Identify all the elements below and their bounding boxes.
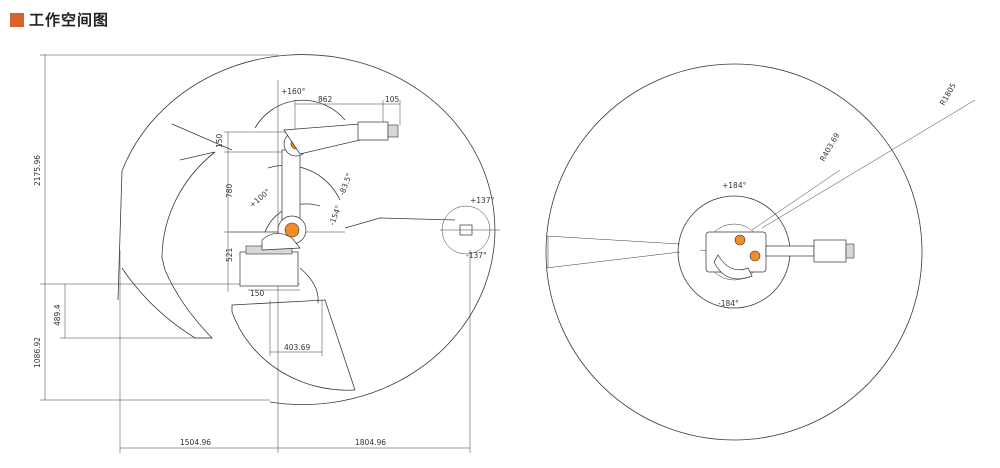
robot-cable	[261, 233, 301, 251]
inner-envelope	[231, 299, 356, 391]
label-lower-reach: 1086.92	[33, 337, 42, 368]
label-j5-plus: +137°	[470, 196, 495, 205]
label-j3-minus: -83.5°	[337, 172, 353, 197]
robot-top-wrist	[845, 243, 855, 259]
back-envelope	[121, 151, 216, 339]
robot-top-forearm	[813, 239, 847, 263]
robot-top-accent-2	[749, 250, 761, 262]
right-envelope	[344, 217, 456, 229]
title-square-icon	[10, 12, 24, 27]
label-elbow-offset: 150	[215, 133, 224, 148]
robot-forearm	[357, 121, 389, 141]
upper-envelope	[171, 99, 346, 151]
outer-radius-leader	[761, 99, 976, 229]
label-upper-arm: 862	[318, 95, 333, 104]
label-inner-radius: 403.69	[284, 343, 310, 352]
label-height-total: 2175.96	[33, 155, 42, 186]
label-base-offset: 489.4	[53, 304, 62, 326]
outer-reach-circle	[545, 63, 923, 441]
label-j2-minus: -154°	[327, 204, 343, 227]
top-view	[545, 63, 976, 441]
robot-top-accent-1	[734, 234, 746, 246]
j1-limit-line-upper	[545, 235, 681, 245]
j1-limit-line-lower	[545, 251, 681, 269]
robot-side-illustration	[239, 121, 399, 287]
robot-shoulder-accent	[284, 222, 300, 238]
label-j5-minus: -137°	[466, 251, 487, 260]
label-wrist: 105	[385, 95, 400, 104]
robot-top-cable	[713, 254, 753, 280]
top-view-labels: R1805 R403.69 +184° -184°	[718, 81, 958, 308]
robot-top-illustration	[705, 231, 855, 280]
label-j1-plus: +184°	[722, 181, 747, 190]
wrist-rotation-detail	[440, 205, 500, 255]
section-title: 工作空间图	[10, 9, 109, 30]
label-outer-radius: R1805	[938, 81, 958, 107]
robot-base	[239, 251, 299, 287]
label-reach-back: 1504.96	[180, 438, 211, 447]
side-view	[40, 54, 500, 453]
label-j1-minus: -184°	[718, 299, 739, 308]
inner-radius-leader	[751, 169, 841, 231]
label-j2-plus: +100°	[248, 187, 273, 210]
label-inner-radius: R403.69	[818, 131, 842, 163]
label-shoulder-offset: 150	[250, 289, 265, 298]
label-reach-front: 1804.96	[355, 438, 386, 447]
label-j3-plus: +160°	[281, 87, 306, 96]
label-lower-arm: 780	[225, 183, 234, 198]
section-title-text: 工作空间图	[29, 12, 110, 29]
lower-envelope	[299, 267, 319, 304]
inner-envelope-arc	[231, 311, 356, 391]
outer-envelope	[117, 54, 496, 405]
label-base-height: 521	[225, 247, 234, 262]
robot-wrist	[387, 124, 399, 138]
robot-top-upper-arm	[765, 245, 815, 257]
